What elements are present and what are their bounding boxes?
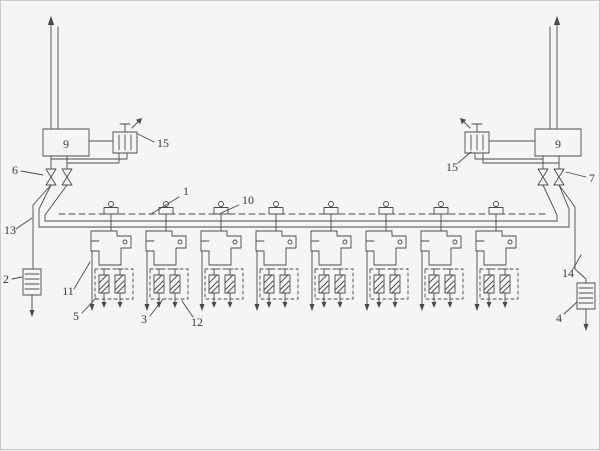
label-12: 12: [191, 315, 203, 329]
callout-10: 10: [220, 193, 254, 214]
valve-unit-7: [419, 201, 464, 312]
label-10: 10: [242, 193, 254, 207]
valve-unit-5: [309, 201, 354, 312]
down-arrow-icon: [29, 310, 35, 317]
vent-arrow-icon: [460, 118, 467, 125]
distribution-lines-right: [542, 184, 587, 284]
label-7: 7: [589, 171, 595, 185]
component-15-right: [460, 118, 560, 164]
callout-7: 7: [565, 171, 595, 185]
valve-units: [89, 201, 519, 312]
label-15-right: 15: [446, 160, 458, 174]
manifold: [38, 213, 570, 228]
label-1: 1: [183, 184, 189, 198]
callout-15-right: 15: [446, 151, 472, 174]
end-box-left: [22, 268, 42, 317]
check-valves-left: [45, 168, 73, 186]
callout-5: 5: [73, 297, 97, 323]
label-14: 14: [562, 266, 574, 280]
callout-labels: 1 10 15 15 6 7 13 14: [3, 133, 595, 329]
up-arrow-icon: [553, 16, 561, 25]
label-2: 2: [3, 272, 9, 286]
valve-unit-4: [254, 201, 299, 312]
valve-unit-2: [144, 201, 189, 312]
control-box-right: 9: [534, 128, 582, 170]
label-13: 13: [4, 223, 16, 237]
callout-1: 1: [150, 184, 189, 215]
valve-unit-6: [364, 201, 409, 312]
callout-15-left: 15: [137, 133, 169, 150]
control-box-left: 9: [42, 128, 90, 170]
callout-4: 4: [556, 301, 578, 325]
callout-14: 14: [562, 254, 582, 280]
label-11: 11: [62, 284, 74, 298]
callout-12: 12: [181, 300, 203, 329]
callout-2: 2: [3, 272, 23, 286]
label-3: 3: [141, 312, 147, 326]
label-15-left: 15: [157, 136, 169, 150]
vent-arrow-icon: [135, 118, 142, 125]
check-valves-right: [537, 168, 565, 186]
label-6: 6: [12, 163, 18, 177]
callout-11: 11: [62, 261, 91, 298]
callout-3: 3: [141, 298, 164, 326]
valve-unit-1: [89, 201, 134, 312]
label-5: 5: [73, 309, 79, 323]
callout-13: 13: [4, 217, 33, 237]
down-arrow-icon: [583, 324, 589, 331]
callout-6: 6: [12, 163, 44, 177]
valve-unit-8: [474, 201, 519, 312]
end-box-right: [576, 282, 596, 331]
label-4: 4: [556, 311, 562, 325]
up-arrow-icon: [47, 16, 55, 25]
top-feed-right: [549, 16, 561, 130]
label-9-right: 9: [555, 137, 561, 151]
valve-unit-3: [199, 201, 244, 312]
distribution-lines-left: [32, 184, 68, 270]
label-9-left: 9: [63, 137, 69, 151]
top-feed-left: [47, 16, 59, 130]
component-15-left: [50, 118, 142, 164]
